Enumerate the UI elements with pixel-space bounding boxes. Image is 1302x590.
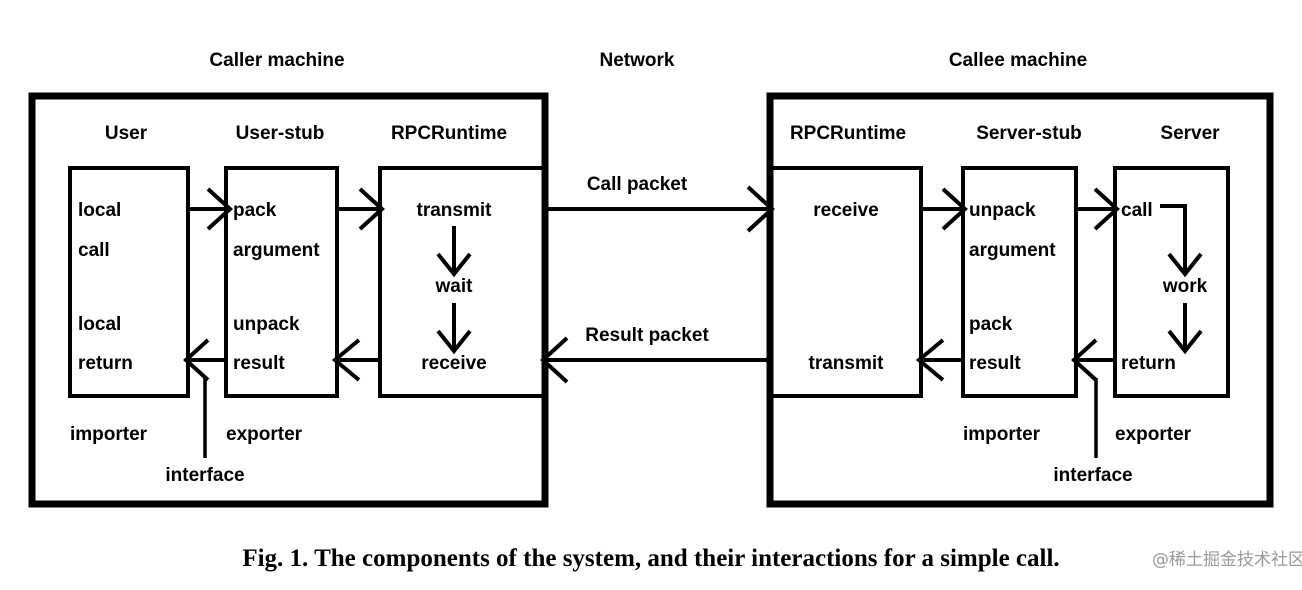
callee-server-work-to-return-arrow [1167, 303, 1203, 355]
caller-user-step-call: call [78, 240, 110, 261]
callee-stub-step-result: result [969, 353, 1021, 374]
callee-role-importer: importer [963, 424, 1041, 445]
arrow-callee-runtime-to-server-stub [921, 187, 968, 231]
callee-runtime-step-transmit: transmit [809, 353, 885, 374]
caller-user-step-return: return [78, 353, 133, 374]
caller-user-stub-box [224, 166, 339, 398]
callee-column-title-server: Server [1160, 123, 1220, 144]
network-result-packet-arrow [540, 336, 770, 384]
caller-runtime-step-receive: receive [421, 353, 487, 374]
header-callee-machine: Callee machine [949, 50, 1087, 71]
network-call-packet-label: Call packet [587, 174, 688, 195]
caller-runtime-step-transmit: transmit [417, 200, 493, 221]
network-result-packet-label: Result packet [585, 325, 709, 346]
header-caller-machine: Caller machine [209, 50, 344, 71]
callee-server-stub-box [961, 166, 1078, 398]
callee-server-step-return: return [1121, 353, 1176, 374]
arrow-server-to-server-stub-return [1071, 338, 1117, 382]
arrow-user-stub-to-user-return [183, 338, 228, 382]
caller-user-step-local-call-1: local [78, 200, 121, 221]
site-watermark: @稀土掘金技术社区 [1152, 550, 1302, 570]
caller-rpcruntime-box [378, 166, 547, 398]
caller-column-title-user-stub: User-stub [236, 123, 325, 144]
callee-server-call-to-work-arrow [1160, 204, 1203, 278]
callee-role-exporter: exporter [1115, 424, 1192, 445]
callee-server-step-call: call [1121, 200, 1153, 221]
header-network: Network [600, 50, 675, 71]
caller-role-importer: importer [70, 424, 148, 445]
network-call-packet-arrow [545, 185, 775, 233]
arrow-user-to-user-stub [188, 187, 233, 231]
callee-runtime-step-receive: receive [813, 200, 879, 221]
arrow-user-stub-to-caller-runtime [337, 187, 385, 231]
callee-stub-step-unpack: unpack [969, 200, 1036, 221]
arrow-caller-runtime-to-user-stub-return [331, 338, 382, 382]
callee-column-title-server-stub: Server-stub [976, 123, 1082, 144]
callee-role-interface: interface [1053, 465, 1132, 486]
caller-runtime-step-wait: wait [435, 276, 474, 297]
caller-user-box [68, 166, 190, 398]
callee-stub-step-pack: pack [969, 314, 1013, 335]
caller-runtime-transmit-to-wait-arrow [436, 226, 472, 278]
callee-rpcruntime-box [768, 166, 923, 398]
callee-stub-step-argument: argument [969, 240, 1056, 261]
caller-runtime-wait-to-receive-arrow [436, 303, 472, 355]
callee-column-title-rpcruntime: RPCRuntime [790, 123, 906, 144]
callee-server-step-work: work [1162, 276, 1208, 297]
callee-server-box [1113, 166, 1230, 398]
caller-role-exporter: exporter [226, 424, 303, 445]
caller-user-step-local-return-1: local [78, 314, 121, 335]
figure-caption: Fig. 1. The components of the system, an… [242, 545, 1059, 572]
caller-stub-step-unpack: unpack [233, 314, 300, 335]
arrow-server-stub-to-server [1076, 187, 1120, 231]
caller-stub-step-pack: pack [233, 200, 277, 221]
caller-column-title-rpcruntime: RPCRuntime [391, 123, 507, 144]
caller-stub-step-result: result [233, 353, 285, 374]
caller-stub-step-argument: argument [233, 240, 320, 261]
caller-column-title-user: User [105, 123, 148, 144]
caller-role-interface: interface [165, 465, 244, 486]
arrow-server-stub-to-callee-runtime-return [915, 338, 965, 382]
